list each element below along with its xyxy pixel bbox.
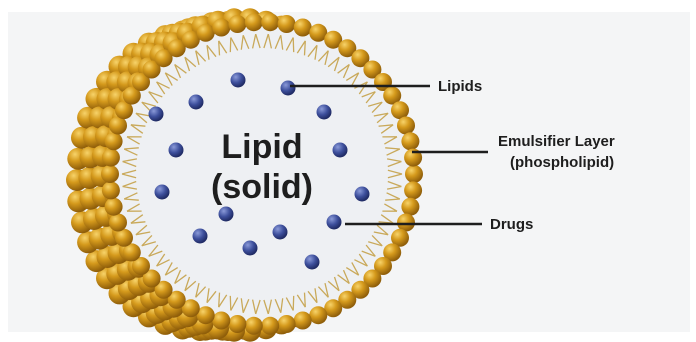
phospholipid-head — [212, 312, 230, 330]
drug-molecule — [355, 187, 370, 202]
phospholipid-head — [401, 132, 419, 150]
phospholipid-head — [391, 101, 409, 119]
phospholipid-head — [245, 13, 263, 31]
phospholipid-head — [197, 24, 215, 42]
phospholipid-head — [294, 19, 312, 37]
phospholipid-head — [397, 117, 415, 135]
phospholipid-head — [404, 181, 422, 199]
phospholipid-head — [109, 117, 127, 135]
core-label-solid: (solid) — [211, 168, 313, 206]
phospholipid-tail — [230, 38, 231, 53]
phospholipid-head — [405, 165, 423, 183]
phospholipid-tail — [219, 41, 220, 56]
phospholipid-tail — [293, 38, 294, 53]
drug-molecule — [169, 143, 184, 158]
phospholipid-tail — [293, 296, 294, 311]
drug-molecule — [149, 107, 164, 122]
drug-molecule — [273, 225, 288, 240]
drug-molecule — [155, 185, 170, 200]
phospholipid-head — [294, 312, 312, 330]
phospholipid-head — [401, 198, 419, 216]
phospholipid-head — [101, 165, 119, 183]
drug-molecule — [193, 229, 208, 244]
phospholipid-head — [109, 214, 127, 232]
phospholipid-head — [245, 317, 263, 335]
label-drugs: Drugs — [490, 216, 533, 233]
phospholipid-head — [102, 181, 120, 199]
label-phospholipid: (phospholipid) — [510, 154, 614, 171]
drug-molecule — [281, 81, 296, 96]
phospholipid-head — [397, 214, 415, 232]
phospholipid-head — [115, 229, 133, 247]
phospholipid-head — [278, 315, 296, 333]
phospholipid-head — [278, 15, 296, 33]
drug-molecule — [317, 105, 332, 120]
drug-molecule — [219, 207, 234, 222]
drug-molecule — [243, 241, 258, 256]
drug-molecule — [333, 143, 348, 158]
label-lipids: Lipids — [438, 78, 482, 95]
phospholipid-head — [228, 15, 246, 33]
drug-molecule — [305, 255, 320, 270]
phospholipid-head — [105, 198, 123, 216]
phospholipid-head — [261, 317, 279, 335]
drug-molecule — [231, 73, 246, 88]
core-label-lipid: Lipid — [221, 128, 302, 166]
phospholipid-head — [309, 306, 327, 324]
phospholipid-head — [102, 149, 120, 167]
phospholipid-head — [105, 132, 123, 150]
phospholipid-head — [228, 315, 246, 333]
phospholipid-head — [261, 13, 279, 31]
label-emulsifier-layer: Emulsifier Layer — [498, 133, 615, 150]
phospholipid-head — [212, 19, 230, 37]
phospholipid-tail — [305, 293, 306, 308]
phospholipid-tail — [230, 296, 231, 311]
drug-molecule — [189, 95, 204, 110]
drug-molecule — [327, 215, 342, 230]
